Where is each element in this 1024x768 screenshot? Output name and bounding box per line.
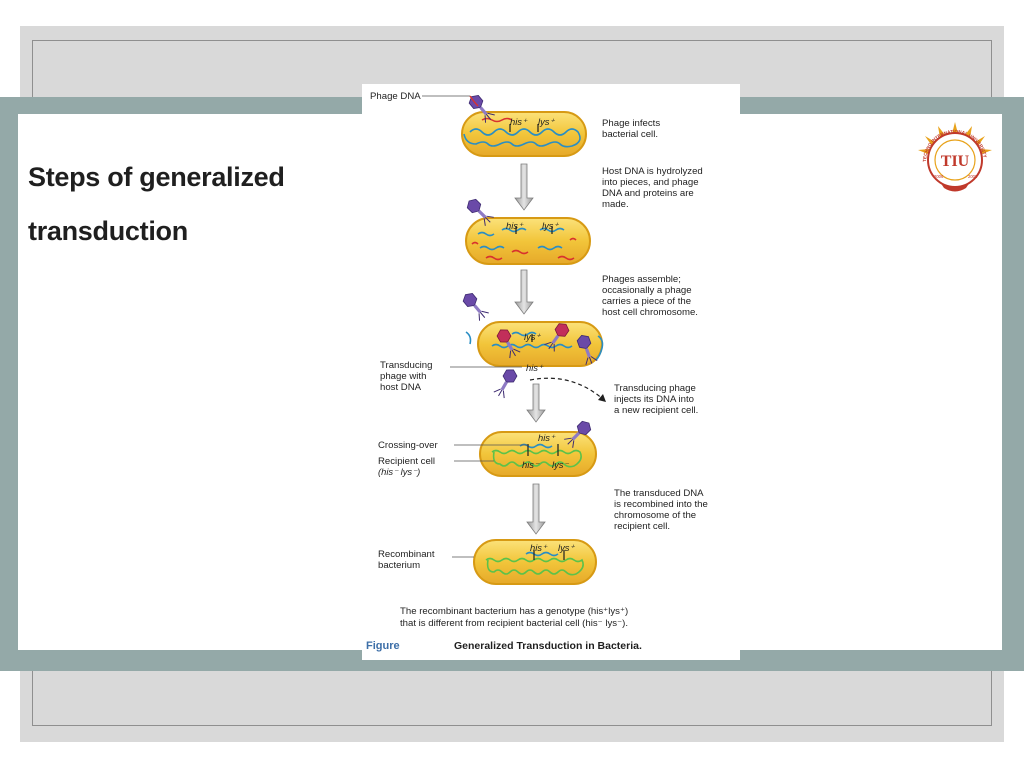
gene-lys-3: lys⁺ (524, 331, 541, 342)
svg-text:host DNA: host DNA (380, 382, 422, 393)
figure-title: Generalized Transduction in Bacteria. (454, 640, 642, 652)
svg-text:made.: made. (602, 199, 629, 210)
gene-lys-minus-4: lys⁻ (552, 459, 569, 470)
arrow-down-1 (514, 163, 534, 211)
svg-text:Transducing: Transducing (380, 360, 432, 371)
arrow-down-3 (526, 383, 546, 423)
svg-text:Phages assemble;: Phages assemble; (602, 274, 681, 285)
gene-his-1: his⁺ (510, 116, 528, 127)
gene-his-2: his⁺ (506, 220, 524, 231)
label-transducing: Transducing phage with host DNA (380, 360, 432, 393)
logo-text: TIU (941, 153, 970, 170)
step3-text: Phages assemble; occasionally a phage ca… (602, 274, 698, 318)
svg-text:recipient cell.: recipient cell. (614, 521, 670, 532)
svg-text:chromosome of the: chromosome of the (614, 510, 696, 521)
university-logo: TECHNO INTERNATIONAL UNIVERSITY TIU 2006… (910, 118, 1000, 198)
label-recipient-genotype: (his⁻ lys⁻) (378, 466, 420, 477)
label-phage-dna: Phage DNA (370, 91, 421, 102)
phage-icon-6 (492, 366, 520, 400)
gene-his-3: his⁺ (526, 362, 544, 373)
logo-emblem-icon: TECHNO INTERNATIONAL UNIVERSITY TIU 2006… (918, 122, 992, 192)
transduction-figure: Phage DNA his⁺ lys⁺ Phage infects bacter… (362, 84, 740, 660)
caption: The recombinant bacterium has a genotype… (400, 606, 628, 629)
arrow-down-2 (514, 269, 534, 315)
cell-step4 (479, 431, 597, 477)
step4-text: Transducing phage injects its DNA into a… (614, 383, 698, 416)
gene-lys-5: lys⁺ (558, 542, 575, 553)
svg-text:The transduced DNA: The transduced DNA (614, 488, 704, 499)
logo-year-left: 2006 (934, 174, 944, 179)
gene-his-minus-4: his⁻ (522, 459, 540, 470)
gene-lys-1: lys⁺ (538, 116, 555, 127)
step2-text: Host DNA is hydrolyzed into pieces, and … (602, 166, 703, 210)
step1-text: Phage infects bacterial cell. (602, 118, 660, 140)
svg-text:host cell chromosome.: host cell chromosome. (602, 307, 698, 318)
svg-text:is recombined into the: is recombined into the (614, 499, 708, 510)
arrow-down-4 (526, 483, 546, 535)
svg-text:occasionally a phage: occasionally a phage (602, 285, 692, 296)
cell-step5 (473, 539, 597, 585)
slide-title-line1: Steps of generalized (28, 162, 285, 192)
svg-text:DNA and proteins are: DNA and proteins are (602, 188, 694, 199)
slide-title-line2: transduction (28, 216, 188, 246)
slide-title: Steps of generalized transduction (28, 150, 348, 258)
label-recipient: Recipient cell (378, 456, 435, 467)
label-recombinant: Recombinant bacterium (378, 549, 435, 571)
svg-text:Recombinant: Recombinant (378, 549, 435, 560)
svg-text:carries a piece of the: carries a piece of the (602, 296, 691, 307)
phage-icon-3 (460, 290, 490, 322)
step5-text: The transduced DNA is recombined into th… (614, 488, 708, 532)
logo-year-right: 2008 (968, 174, 978, 179)
svg-text:injects its DNA into: injects its DNA into (614, 394, 694, 405)
svg-text:Host DNA is hydrolyzed: Host DNA is hydrolyzed (602, 166, 703, 177)
gene-lys-2: lys⁺ (542, 220, 559, 231)
svg-text:phage with: phage with (380, 371, 426, 382)
svg-text:bacterium: bacterium (378, 560, 420, 571)
svg-text:that is different from recipie: that is different from recipient bacteri… (400, 618, 628, 629)
svg-text:bacterial cell.: bacterial cell. (602, 129, 658, 140)
svg-text:The recombinant bacterium has: The recombinant bacterium has a genotype… (400, 606, 628, 617)
svg-text:Transducing phage: Transducing phage (614, 383, 696, 394)
figure-label: Figure (366, 640, 400, 652)
cell-step2 (465, 217, 591, 265)
transduction-diagram: Phage DNA his⁺ lys⁺ Phage infects bacter… (366, 91, 708, 652)
svg-text:Phage infects: Phage infects (602, 118, 660, 129)
dashed-arrow (529, 377, 605, 401)
svg-text:a new recipient cell.: a new recipient cell. (614, 405, 698, 416)
cell-step1 (461, 111, 587, 157)
gene-his-5: his⁺ (530, 542, 548, 553)
gene-his-4: his⁺ (538, 432, 556, 443)
svg-text:into pieces, and phage: into pieces, and phage (602, 177, 699, 188)
label-crossing-over: Crossing-over (378, 440, 439, 451)
